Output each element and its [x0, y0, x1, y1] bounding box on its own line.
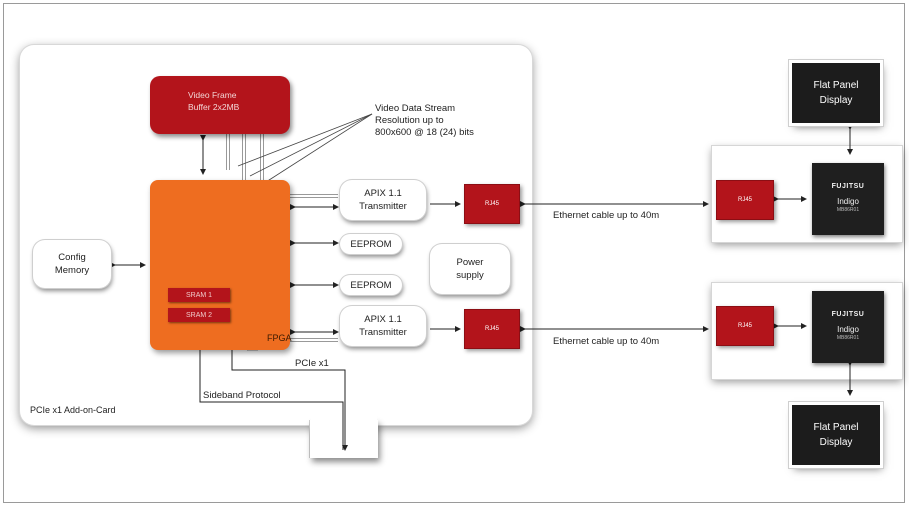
- chip-brand: FUJITSU: [831, 311, 865, 318]
- pcie-x1-label: PCIe x1: [295, 358, 329, 369]
- rj45-remote-bottom: RJ45: [716, 306, 774, 346]
- video-frame-buffer-label: Video Frame Buffer 2x2MB: [188, 90, 240, 112]
- apix-transmitter-top: APIX 1.1 Transmitter: [340, 180, 426, 220]
- rj45-card-bottom: RJ45: [464, 309, 520, 349]
- ethernet-label-bottom: Ethernet cable up to 40m: [553, 336, 660, 347]
- flat-panel-display-bottom: Flat Panel Display: [792, 405, 880, 465]
- chip-part: MB86R01: [836, 335, 860, 341]
- apix-transmitter-bottom: APIX 1.1 Transmitter: [340, 306, 426, 346]
- video-data-stream-note: Video Data Stream Resolution up to 800x6…: [375, 103, 474, 138]
- config-memory: Config Memory: [33, 240, 111, 288]
- chip-model: Indigo: [837, 197, 859, 206]
- diagram-frame: [3, 3, 905, 503]
- rj45-card-top: RJ45: [464, 184, 520, 224]
- sram-1: SRAM 1: [168, 288, 230, 302]
- sram-2: SRAM 2: [168, 308, 230, 322]
- flat-panel-display-top: Flat Panel Display: [792, 63, 880, 123]
- fpga-block: SRAM 1 SRAM 2 FPGA: [150, 180, 292, 350]
- ethernet-label-top: Ethernet cable up to 40m: [553, 210, 660, 221]
- chip-model: Indigo: [837, 325, 859, 334]
- pcie-edge-connector: [310, 420, 378, 458]
- eeprom-bottom: EEPROM: [340, 275, 402, 295]
- fpga-label: FPGA: [267, 333, 292, 343]
- power-supply: Power supply: [430, 244, 510, 294]
- chip-part: MB86R01: [836, 207, 860, 213]
- fujitsu-indigo-chip-bottom: FUJITSU Indigo MB86R01: [812, 291, 884, 363]
- rj45-remote-top: RJ45: [716, 180, 774, 220]
- eeprom-top: EEPROM: [340, 234, 402, 254]
- sideband-protocol-label: Sideband Protocol: [203, 390, 281, 401]
- video-frame-buffer: Video Frame Buffer 2x2MB: [150, 76, 290, 134]
- fujitsu-indigo-chip-top: FUJITSU Indigo MB86R01: [812, 163, 884, 235]
- edge-connector-join: [311, 410, 377, 426]
- card-label: PCIe x1 Add-on-Card: [30, 405, 116, 415]
- chip-brand: FUJITSU: [831, 183, 865, 190]
